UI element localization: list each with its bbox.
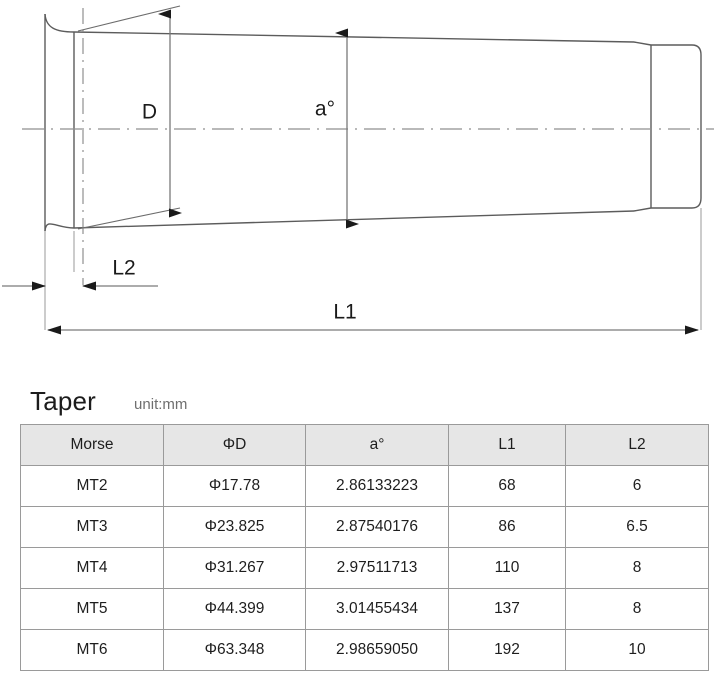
- table-head: Morse ΦD a° L1 L2: [20, 424, 709, 466]
- flange-upper-fillet: [44, 13, 75, 33]
- dimension-D-label: D: [142, 101, 157, 124]
- table-title: Taper: [30, 385, 97, 416]
- table-row: MT6 Φ63.348 2.98659050 192 10: [20, 629, 709, 671]
- dimension-L2: L2: [2, 257, 158, 291]
- cell-l2: 6.5: [565, 506, 709, 548]
- cell-angle: 2.86133223: [305, 465, 449, 507]
- column-header-l2: L2: [565, 424, 709, 466]
- table-body: MT2 Φ17.78 2.86133223 68 6 MT3 Φ23.825 2…: [20, 465, 709, 671]
- cell-morse: MT3: [20, 506, 164, 548]
- morse-taper-table: Morse ΦD a° L1 L2 MT2 Φ17.78 2.86133223 …: [20, 424, 709, 671]
- taper-table-block: Taper unit:mm Morse ΦD a° L1 L2 MT2: [0, 378, 720, 671]
- centerlines: [22, 8, 714, 285]
- dimension-angle: a°: [315, 28, 359, 229]
- cell-morse: MT4: [20, 547, 164, 589]
- dimension-L2-label: L2: [112, 257, 135, 280]
- cell-diameter: Φ44.399: [163, 588, 306, 630]
- column-header-diameter: ΦD: [163, 424, 306, 466]
- cell-diameter: Φ23.825: [163, 506, 306, 548]
- cell-l1: 192: [448, 629, 566, 671]
- dimension-L1-label: L1: [333, 301, 356, 324]
- table-row: MT2 Φ17.78 2.86133223 68 6: [20, 465, 709, 507]
- cell-morse: MT2: [20, 465, 164, 507]
- cell-diameter: Φ17.78: [163, 465, 306, 507]
- extension-lines: [44, 208, 702, 330]
- cell-morse: MT5: [20, 588, 164, 630]
- tang-shoulder-lower: [633, 207, 652, 212]
- dimension-angle-label: a°: [315, 98, 335, 121]
- column-header-angle: a°: [305, 424, 449, 466]
- table-caption-row: Taper unit:mm: [0, 378, 720, 424]
- cell-l2: 10: [565, 629, 709, 671]
- tang-cap: [651, 44, 702, 209]
- cell-l1: 110: [448, 547, 566, 589]
- cell-morse: MT6: [20, 629, 164, 671]
- unit-note: unit:mm: [134, 395, 188, 413]
- tang-shoulder-upper: [633, 41, 652, 46]
- cell-angle: 2.98659050: [305, 629, 449, 671]
- drawing-canvas: D a° L2 L1: [2, 5, 714, 335]
- cell-angle: 2.97511713: [305, 547, 449, 589]
- technical-drawing: D a° L2 L1: [2, 5, 714, 335]
- table-row: MT3 Φ23.825 2.87540176 86 6.5: [20, 506, 709, 548]
- cell-angle: 3.01455434: [305, 588, 449, 630]
- column-header-l1: L1: [448, 424, 566, 466]
- dimension-D: D: [142, 9, 182, 218]
- taper-leader-upper: [77, 5, 181, 32]
- dimension-L1: L1: [47, 301, 699, 335]
- cell-l1: 68: [448, 465, 566, 507]
- cell-diameter: Φ63.348: [163, 629, 306, 671]
- table-row: MT5 Φ44.399 3.01455434 137 8: [20, 588, 709, 630]
- cell-l1: 137: [448, 588, 566, 630]
- table-header-row: Morse ΦD a° L1 L2: [20, 424, 709, 466]
- column-header-morse: Morse: [20, 424, 164, 466]
- cell-l2: 6: [565, 465, 709, 507]
- taper-lower-surface: [73, 210, 635, 229]
- cell-l2: 8: [565, 547, 709, 589]
- cell-l2: 8: [565, 588, 709, 630]
- cell-angle: 2.87540176: [305, 506, 449, 548]
- taper-upper-surface: [73, 31, 635, 43]
- taper-angle-leaders: [77, 5, 181, 230]
- cell-l1: 86: [448, 506, 566, 548]
- table-row: MT4 Φ31.267 2.97511713 110 8: [20, 547, 709, 589]
- flange-lower-fillet: [44, 223, 75, 232]
- cell-diameter: Φ31.267: [163, 547, 306, 589]
